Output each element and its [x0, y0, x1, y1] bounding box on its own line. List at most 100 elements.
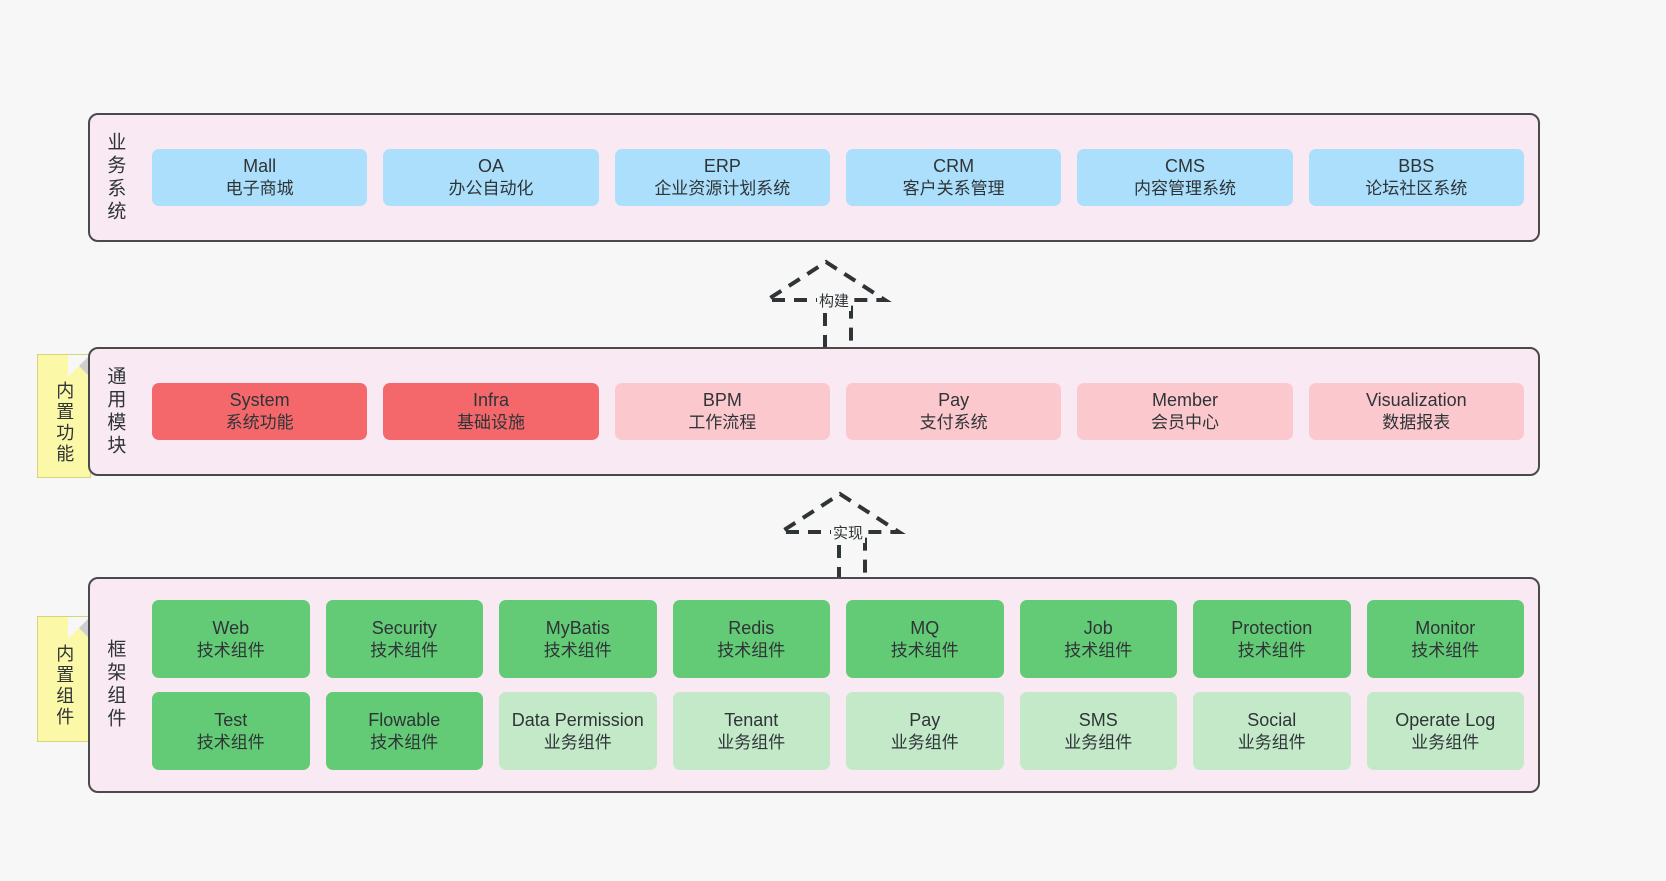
common-module-card-desc: 基础设施 [456, 413, 525, 433]
framework-component-card-desc: 技术组件 [1064, 640, 1133, 660]
arrow-implement-label: 实现 [831, 522, 866, 543]
framework-component-card-desc: 技术组件 [196, 640, 265, 660]
framework-component-card-name: Job [1083, 617, 1113, 638]
business-system-card-desc: 客户关系管理 [902, 179, 1005, 199]
framework-component-card-name: Monitor [1415, 617, 1476, 638]
business-system-card-name: BBS [1398, 156, 1435, 177]
framework-component-card-desc: 业务组件 [717, 732, 786, 752]
framework-component-card-desc: 技术组件 [1411, 640, 1480, 660]
common-module-card-name: Pay [938, 390, 970, 411]
business-system-card-desc: 内容管理系统 [1133, 179, 1236, 199]
business-system-card-desc: 论坛社区系统 [1365, 179, 1468, 199]
business-system-card-desc: 办公自动化 [448, 179, 534, 199]
framework-component-card-name: Security [371, 617, 437, 638]
framework-component-card-name: MyBatis [545, 617, 610, 638]
common-module-card-desc: 系统功能 [225, 413, 294, 433]
framework-component-card-desc: 业务组件 [1064, 732, 1133, 752]
arrow-implement: 实现 [771, 490, 921, 580]
common-module-card-name: BPM [702, 390, 742, 411]
framework-component-card-name: Test [214, 709, 248, 730]
common-module-title: 通用模块 [90, 349, 138, 474]
framework-component-card-name: MQ [910, 617, 940, 638]
common-module-card-desc: 数据报表 [1382, 413, 1451, 433]
framework-component-card-name: Web [212, 617, 250, 638]
common-module-card-name: Infra [472, 390, 509, 411]
framework-component-card-desc: 技术组件 [1237, 640, 1306, 660]
common-module-card-desc: 支付系统 [919, 413, 988, 433]
common-module-card-name: Member [1151, 390, 1218, 411]
framework-component-card-name: Flowable [368, 709, 441, 730]
framework-component-card-desc: 技术组件 [370, 732, 439, 752]
common-module-label: 通用模块 [104, 365, 126, 458]
framework-component-card-desc: 业务组件 [543, 732, 612, 752]
framework-component-card-desc: 技术组件 [370, 640, 439, 660]
framework-component-card-desc: 业务组件 [890, 732, 959, 752]
business-system-card-name: Mall [243, 156, 277, 177]
business-system-title: 业务系统 [90, 115, 138, 240]
page-fold-icon [68, 617, 90, 639]
common-module-card-name: System [229, 390, 290, 411]
framework-component-card-name: Operate Log [1395, 709, 1496, 730]
framework-component-card-name: Pay [909, 709, 941, 730]
arrow-build: 构建 [757, 258, 907, 348]
framework-component-card-name: Data Permission [511, 709, 644, 730]
framework-component-card-desc: 业务组件 [1411, 732, 1480, 752]
framework-component-card-name: Social [1247, 709, 1297, 730]
framework-component-card-desc: 技术组件 [890, 640, 959, 660]
business-system-card-name: OA [477, 156, 504, 177]
sticky-note-builtin-features: 内置功能 [37, 354, 91, 478]
framework-component-card-name: Tenant [724, 709, 779, 730]
framework-component-card-name: Redis [728, 617, 775, 638]
business-system-card-name: CRM [933, 156, 975, 177]
page-fold-icon [68, 355, 90, 377]
sticky-note-builtin-features-label: 内置功能 [54, 381, 75, 465]
common-module-card-desc: 工作流程 [688, 413, 757, 433]
framework-component-label: 框架组件 [104, 639, 126, 731]
common-module-card-name: Visualization [1365, 390, 1467, 411]
framework-component-card-desc: 技术组件 [543, 640, 612, 660]
framework-component-card-desc: 业务组件 [1237, 732, 1306, 752]
framework-component-card-name: Protection [1231, 617, 1313, 638]
sticky-note-builtin-components: 内置组件 [37, 616, 91, 742]
business-system-label: 业务系统 [104, 131, 126, 224]
framework-component-card-name: SMS [1078, 709, 1118, 730]
business-system-card-desc: 电子商城 [225, 179, 294, 199]
framework-component-card-desc: 技术组件 [717, 640, 786, 660]
